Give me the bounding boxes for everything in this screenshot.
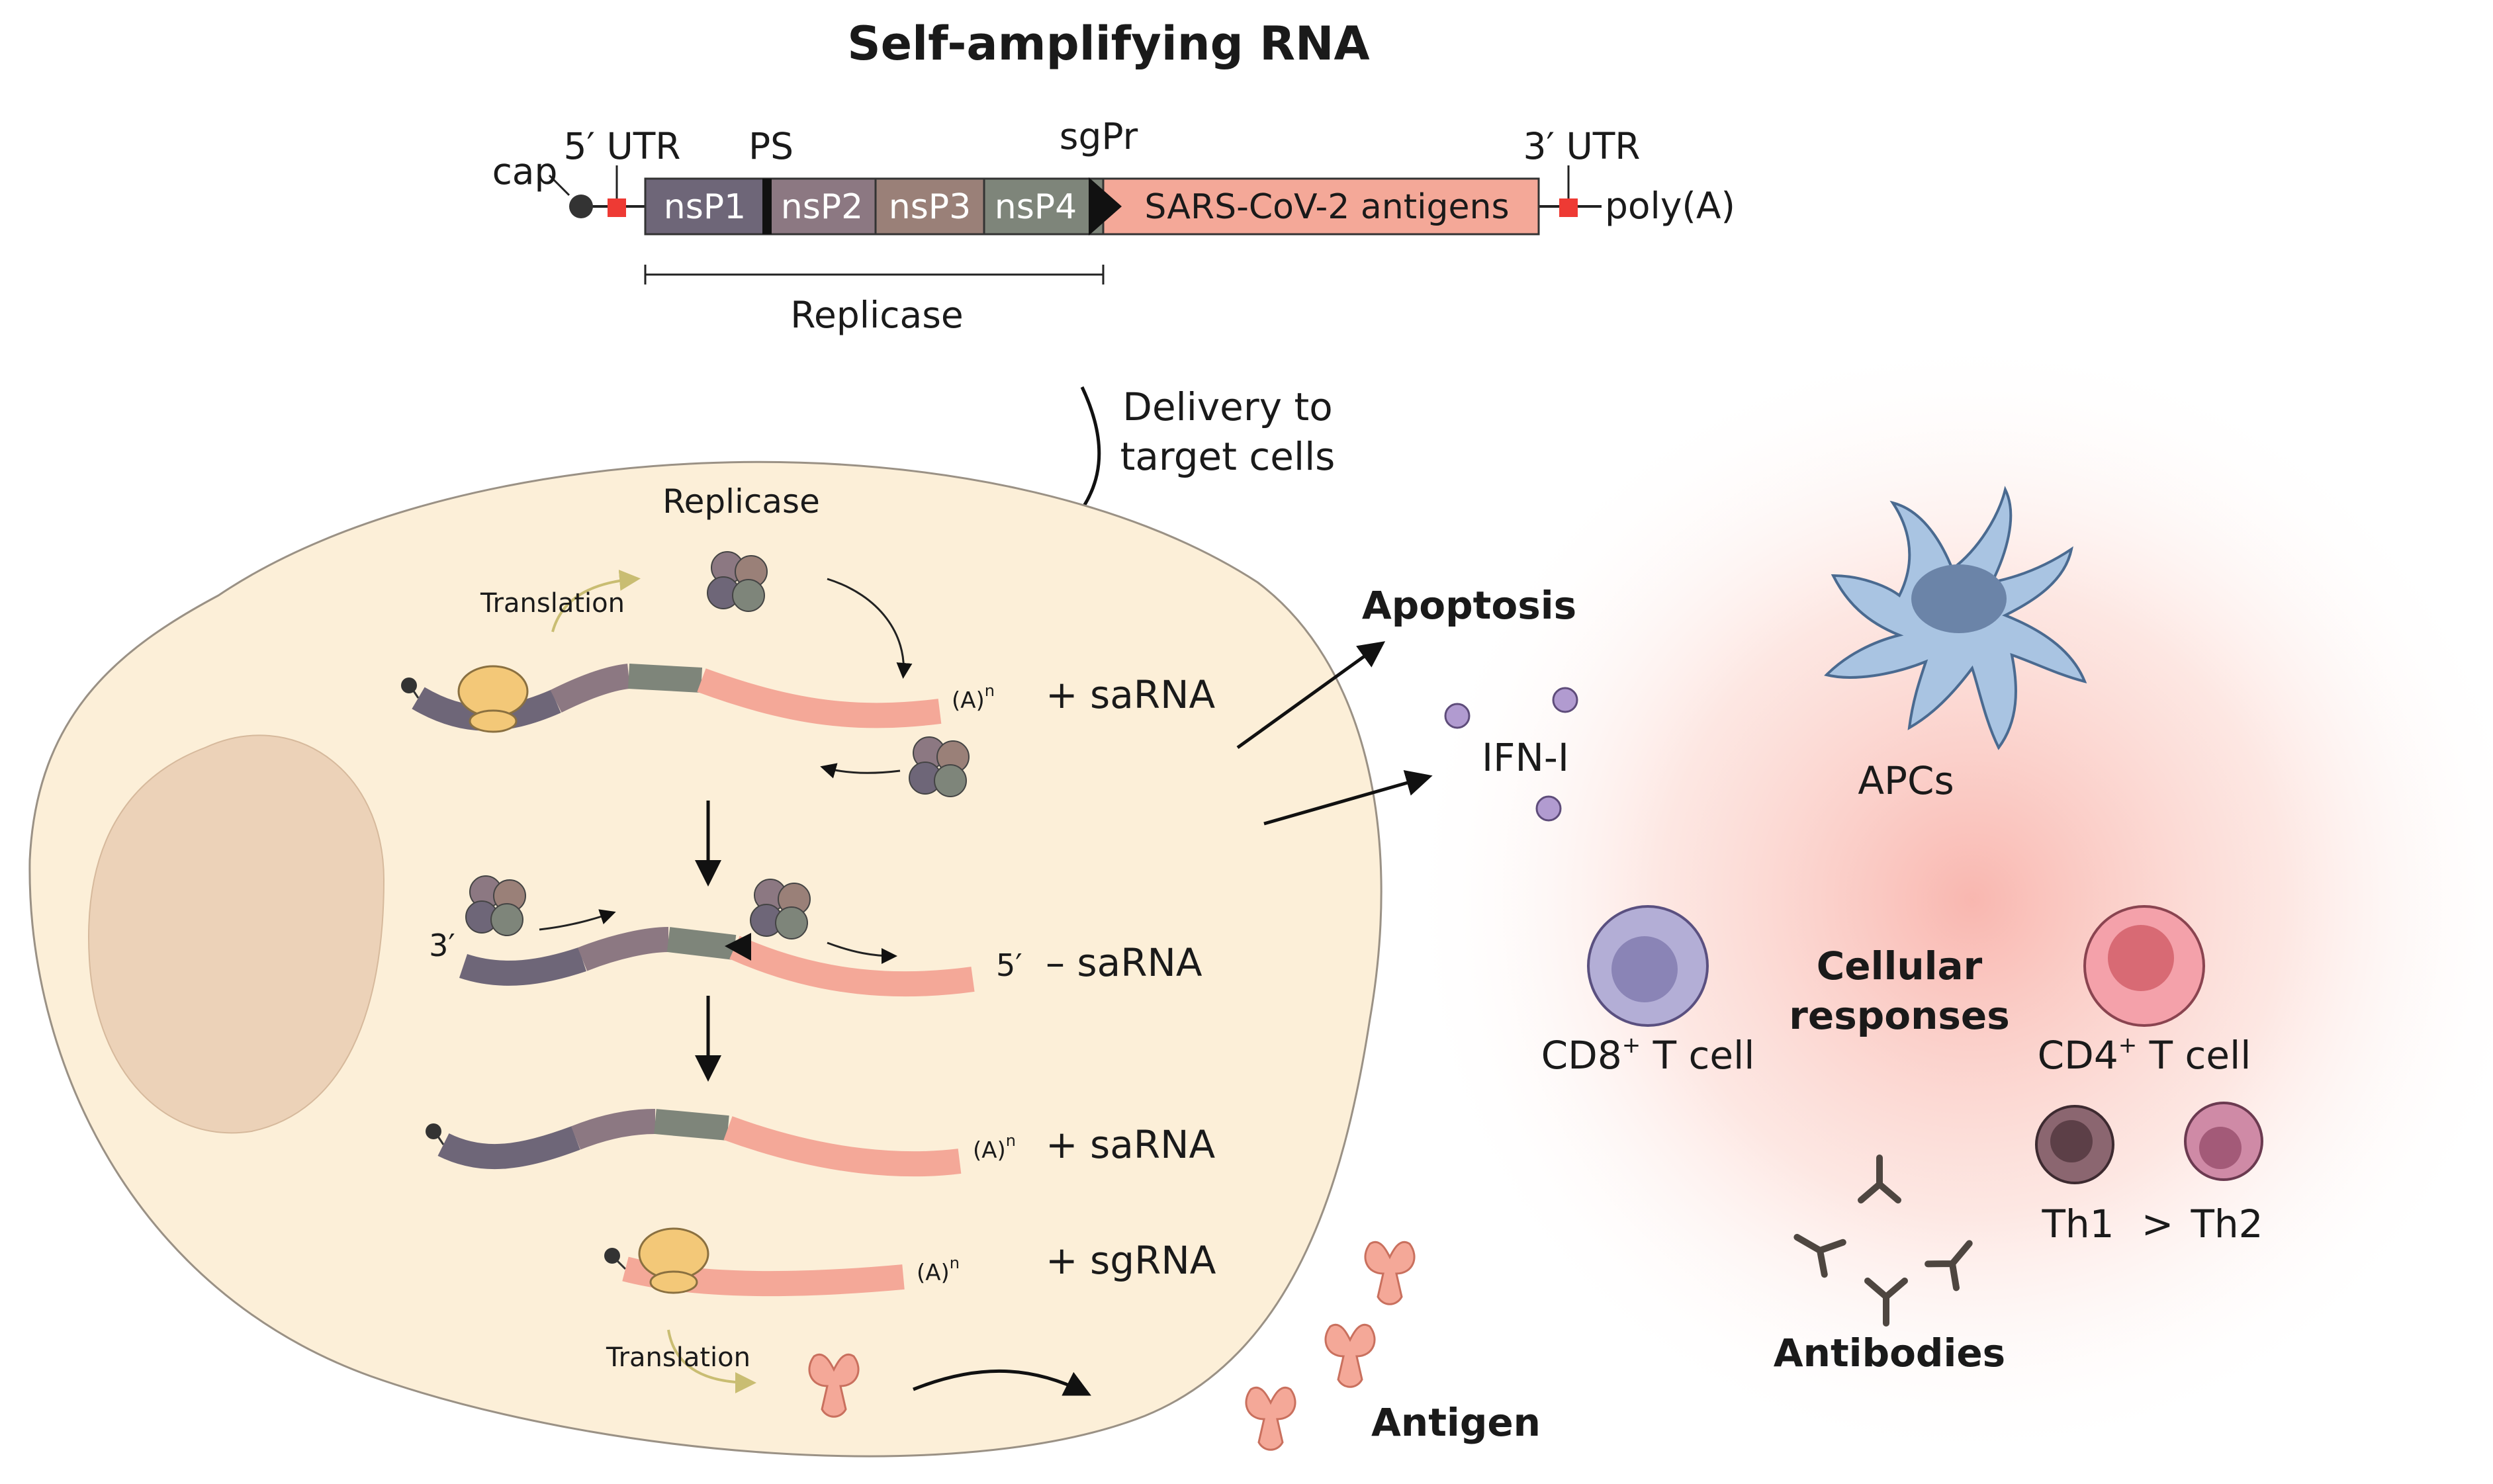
translation-label-1: Translation xyxy=(480,588,625,619)
cellular-responses-line-2: responses xyxy=(1789,993,2010,1038)
ifn-label: IFN-I xyxy=(1482,735,1569,780)
ribosome-icon xyxy=(457,665,529,718)
translation-arrow-1 xyxy=(551,570,641,633)
polya-tail-1: (A)n xyxy=(952,681,995,714)
utr5-label: 5′ UTR xyxy=(563,125,680,167)
nsp3-segment xyxy=(874,177,985,236)
translation-arrow-2 xyxy=(667,1329,756,1393)
replicase-return-arrow xyxy=(820,763,901,779)
target-cell xyxy=(28,460,1382,1458)
nsp3-label: nsP3 xyxy=(889,187,972,227)
replicase-arrow-3 xyxy=(539,909,616,931)
minus-sarna-label: – saRNA xyxy=(1046,940,1202,985)
ifn-dot xyxy=(1535,795,1562,822)
cd8-label: CD8+ T cell xyxy=(1541,1032,1755,1078)
polya-tail-2: (A)n xyxy=(973,1131,1016,1164)
utr3-label: 3′ UTR xyxy=(1523,125,1640,167)
sgpr-marker xyxy=(1089,177,1122,236)
cd4-nucleus xyxy=(2108,925,2174,991)
cellular-responses-line-1: Cellular xyxy=(1817,943,1983,988)
antigen-export-arrow xyxy=(913,1369,1091,1396)
sgpr-label: sgPr xyxy=(1060,115,1138,157)
utr3-marker xyxy=(1559,198,1578,217)
plus-sarna-strand-2 xyxy=(426,1109,962,1177)
replicase-bind-arrow xyxy=(827,578,913,679)
th2-nucleus xyxy=(2199,1127,2242,1169)
sgrna-strand xyxy=(604,1227,905,1297)
th2-label: Th2 xyxy=(2190,1201,2263,1246)
translation-label-2: Translation xyxy=(606,1342,750,1373)
antigen-icon-3 xyxy=(1324,1323,1376,1388)
delivery-line-2: target cells xyxy=(1120,434,1336,479)
three-prime-label: 3′ xyxy=(429,928,455,963)
plus-sgrna-label: + sgRNA xyxy=(1046,1238,1216,1283)
delivery-line-1: Delivery to xyxy=(1122,384,1332,429)
nsp2-label: nsP2 xyxy=(781,187,864,227)
apc-cell xyxy=(1824,486,2087,750)
antigen-segment-label: SARS-CoV-2 antigens xyxy=(1144,187,1509,227)
antigen-label: Antigen xyxy=(1371,1400,1541,1445)
ifn-dot xyxy=(1552,687,1578,713)
cap-label: cap xyxy=(492,150,558,193)
ps-label: PS xyxy=(748,125,793,167)
minus-sarna-strand xyxy=(459,927,975,997)
plus-sarna-label-2: + saRNA xyxy=(1046,1122,1215,1167)
antigen-icon-2 xyxy=(1364,1241,1416,1305)
cd4-label: CD4+ T cell xyxy=(2038,1032,2251,1078)
apcs-label: APCs xyxy=(1858,758,1954,803)
polya-tail-3: (A)n xyxy=(917,1254,960,1286)
th-compare-symbol: > xyxy=(2142,1201,2174,1246)
replicase-arrow-4 xyxy=(827,941,897,964)
ifn-arrow xyxy=(1263,770,1433,826)
ifn-dot xyxy=(1444,703,1471,729)
apoptosis-label: Apoptosis xyxy=(1362,583,1576,628)
nsp1-segment xyxy=(644,177,766,236)
plus-sarna-label-1: + saRNA xyxy=(1046,672,1215,717)
nsp1-label: nsP1 xyxy=(664,187,747,227)
replicase-bracket-label: Replicase xyxy=(790,294,964,336)
cd8-nucleus xyxy=(1611,936,1678,1002)
th1-label: Th1 xyxy=(2041,1201,2114,1246)
utr5-marker xyxy=(608,198,626,217)
page-title: Self-amplifying RNA xyxy=(847,17,1369,71)
nucleus xyxy=(88,734,385,1134)
five-prime-label: 5′ xyxy=(996,947,1022,983)
sarna-construct: cap 5′ UTR PS sgPr nsP1 nsP2 nsP3 nsP4 S… xyxy=(492,115,1735,336)
antigen-icon-4 xyxy=(1245,1386,1296,1451)
apc-nucleus xyxy=(1911,564,2007,633)
polya-label: poly(A) xyxy=(1605,185,1735,227)
apoptosis-arrow xyxy=(1236,641,1386,750)
cell-replicase-label: Replicase xyxy=(662,482,820,521)
ps-marker xyxy=(762,179,772,234)
immune-glow xyxy=(1403,331,2493,1469)
plus-sarna-strand-1 xyxy=(401,664,942,733)
nsp4-label: nsP4 xyxy=(995,187,1077,227)
antibodies-label: Antibodies xyxy=(1774,1331,2005,1375)
th1-nucleus xyxy=(2050,1120,2093,1162)
nsp2-segment xyxy=(763,177,877,236)
cap-icon xyxy=(569,195,593,218)
nsp4-segment xyxy=(983,177,1105,236)
